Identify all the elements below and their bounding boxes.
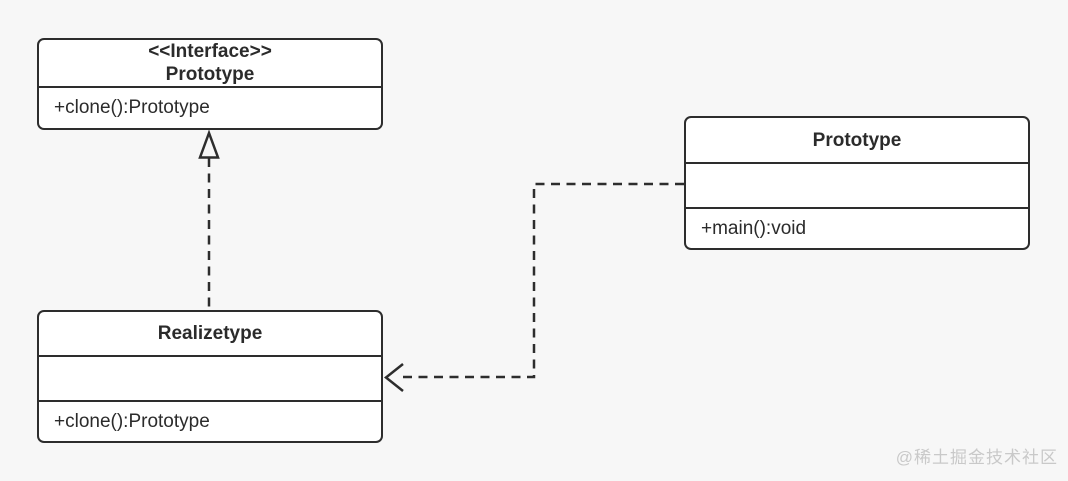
- realization-arrow: [198, 129, 220, 310]
- method-label: +main():void: [686, 207, 1028, 248]
- class-name: Realizetype: [157, 323, 263, 344]
- class-box-prototype-interface: <<Interface>> Prototype +clone():Prototy…: [37, 38, 383, 130]
- class-header: <<Interface>> Prototype: [39, 40, 381, 86]
- class-box-realizetype: Realizetype +clone():Prototype: [37, 310, 383, 443]
- class-name: Prototype: [165, 64, 255, 85]
- watermark-text: @稀土掘金技术社区: [895, 448, 1058, 467]
- attributes-compartment: [39, 355, 381, 400]
- stereotype-label: <<Interface>>: [148, 41, 272, 62]
- class-header: Realizetype: [39, 312, 381, 355]
- class-name: Prototype: [812, 129, 902, 151]
- dependency-arrow: [383, 182, 684, 392]
- class-header: Prototype: [686, 118, 1028, 162]
- method-label: +clone():Prototype: [39, 86, 381, 128]
- method-label: +clone():Prototype: [39, 400, 381, 441]
- attributes-compartment: [686, 162, 1028, 207]
- class-box-prototype-client: Prototype +main():void: [684, 116, 1030, 250]
